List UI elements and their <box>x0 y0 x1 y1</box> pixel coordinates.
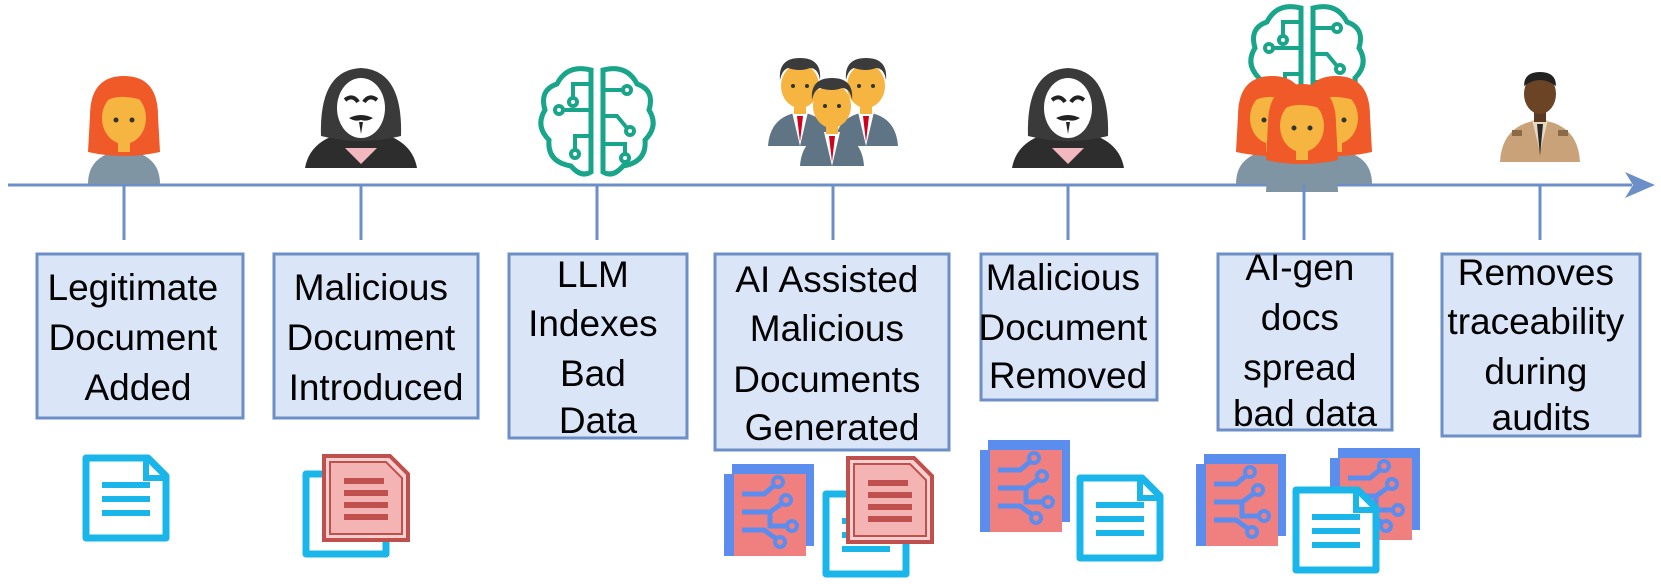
event-label: LLM Indexes Bad Data <box>528 254 668 441</box>
woman-icon <box>1266 84 1338 192</box>
event-box <box>713 252 951 452</box>
malicious-document-icon <box>322 454 410 542</box>
timeline-arrow-head <box>1625 172 1655 198</box>
event-label: Malicious Document Introduced <box>287 267 466 408</box>
event-box <box>35 252 245 420</box>
ai-brain-icon <box>541 69 653 174</box>
event-box <box>272 252 480 420</box>
hacker-icon <box>303 66 419 170</box>
event-label: Malicious Document Removed <box>979 257 1158 396</box>
document-icon <box>1296 490 1376 570</box>
event-label: AI Assisted Malicious Documents Generate… <box>733 259 930 448</box>
document-icon <box>1080 478 1160 558</box>
ai-document-icon <box>724 464 814 556</box>
timeline-event-5: Malicious Document Removed <box>979 66 1160 558</box>
timeline-event-2: Malicious Document Introduced <box>272 66 480 554</box>
timeline-event-3: LLM Indexes Bad Data <box>507 69 689 441</box>
malicious-document-icon <box>846 456 934 544</box>
timeline-event-6: AI-gen docs spread bad data <box>1196 7 1420 570</box>
event-box <box>507 252 689 440</box>
document-icon <box>86 458 166 538</box>
event-label: Removes traceability during audits <box>1447 252 1634 438</box>
ai-document-icon <box>1196 454 1286 546</box>
event-label: Legitimate Document Added <box>48 267 229 408</box>
event-label: AI-gen docs spread bad data <box>1233 247 1377 434</box>
event-box <box>979 252 1159 402</box>
event-box <box>1216 252 1394 432</box>
event-box <box>1440 252 1642 438</box>
hacker-icon <box>1010 66 1126 170</box>
ai-document-icon <box>980 440 1070 532</box>
timeline-event-7: Removes traceability during audits <box>1440 72 1642 438</box>
timeline-event-4: AI Assisted Malicious Documents Generate… <box>713 58 951 574</box>
timeline-event-1: Legitimate Document Added <box>35 76 245 538</box>
security-guard-icon <box>1500 72 1580 162</box>
woman-icon <box>88 76 160 184</box>
